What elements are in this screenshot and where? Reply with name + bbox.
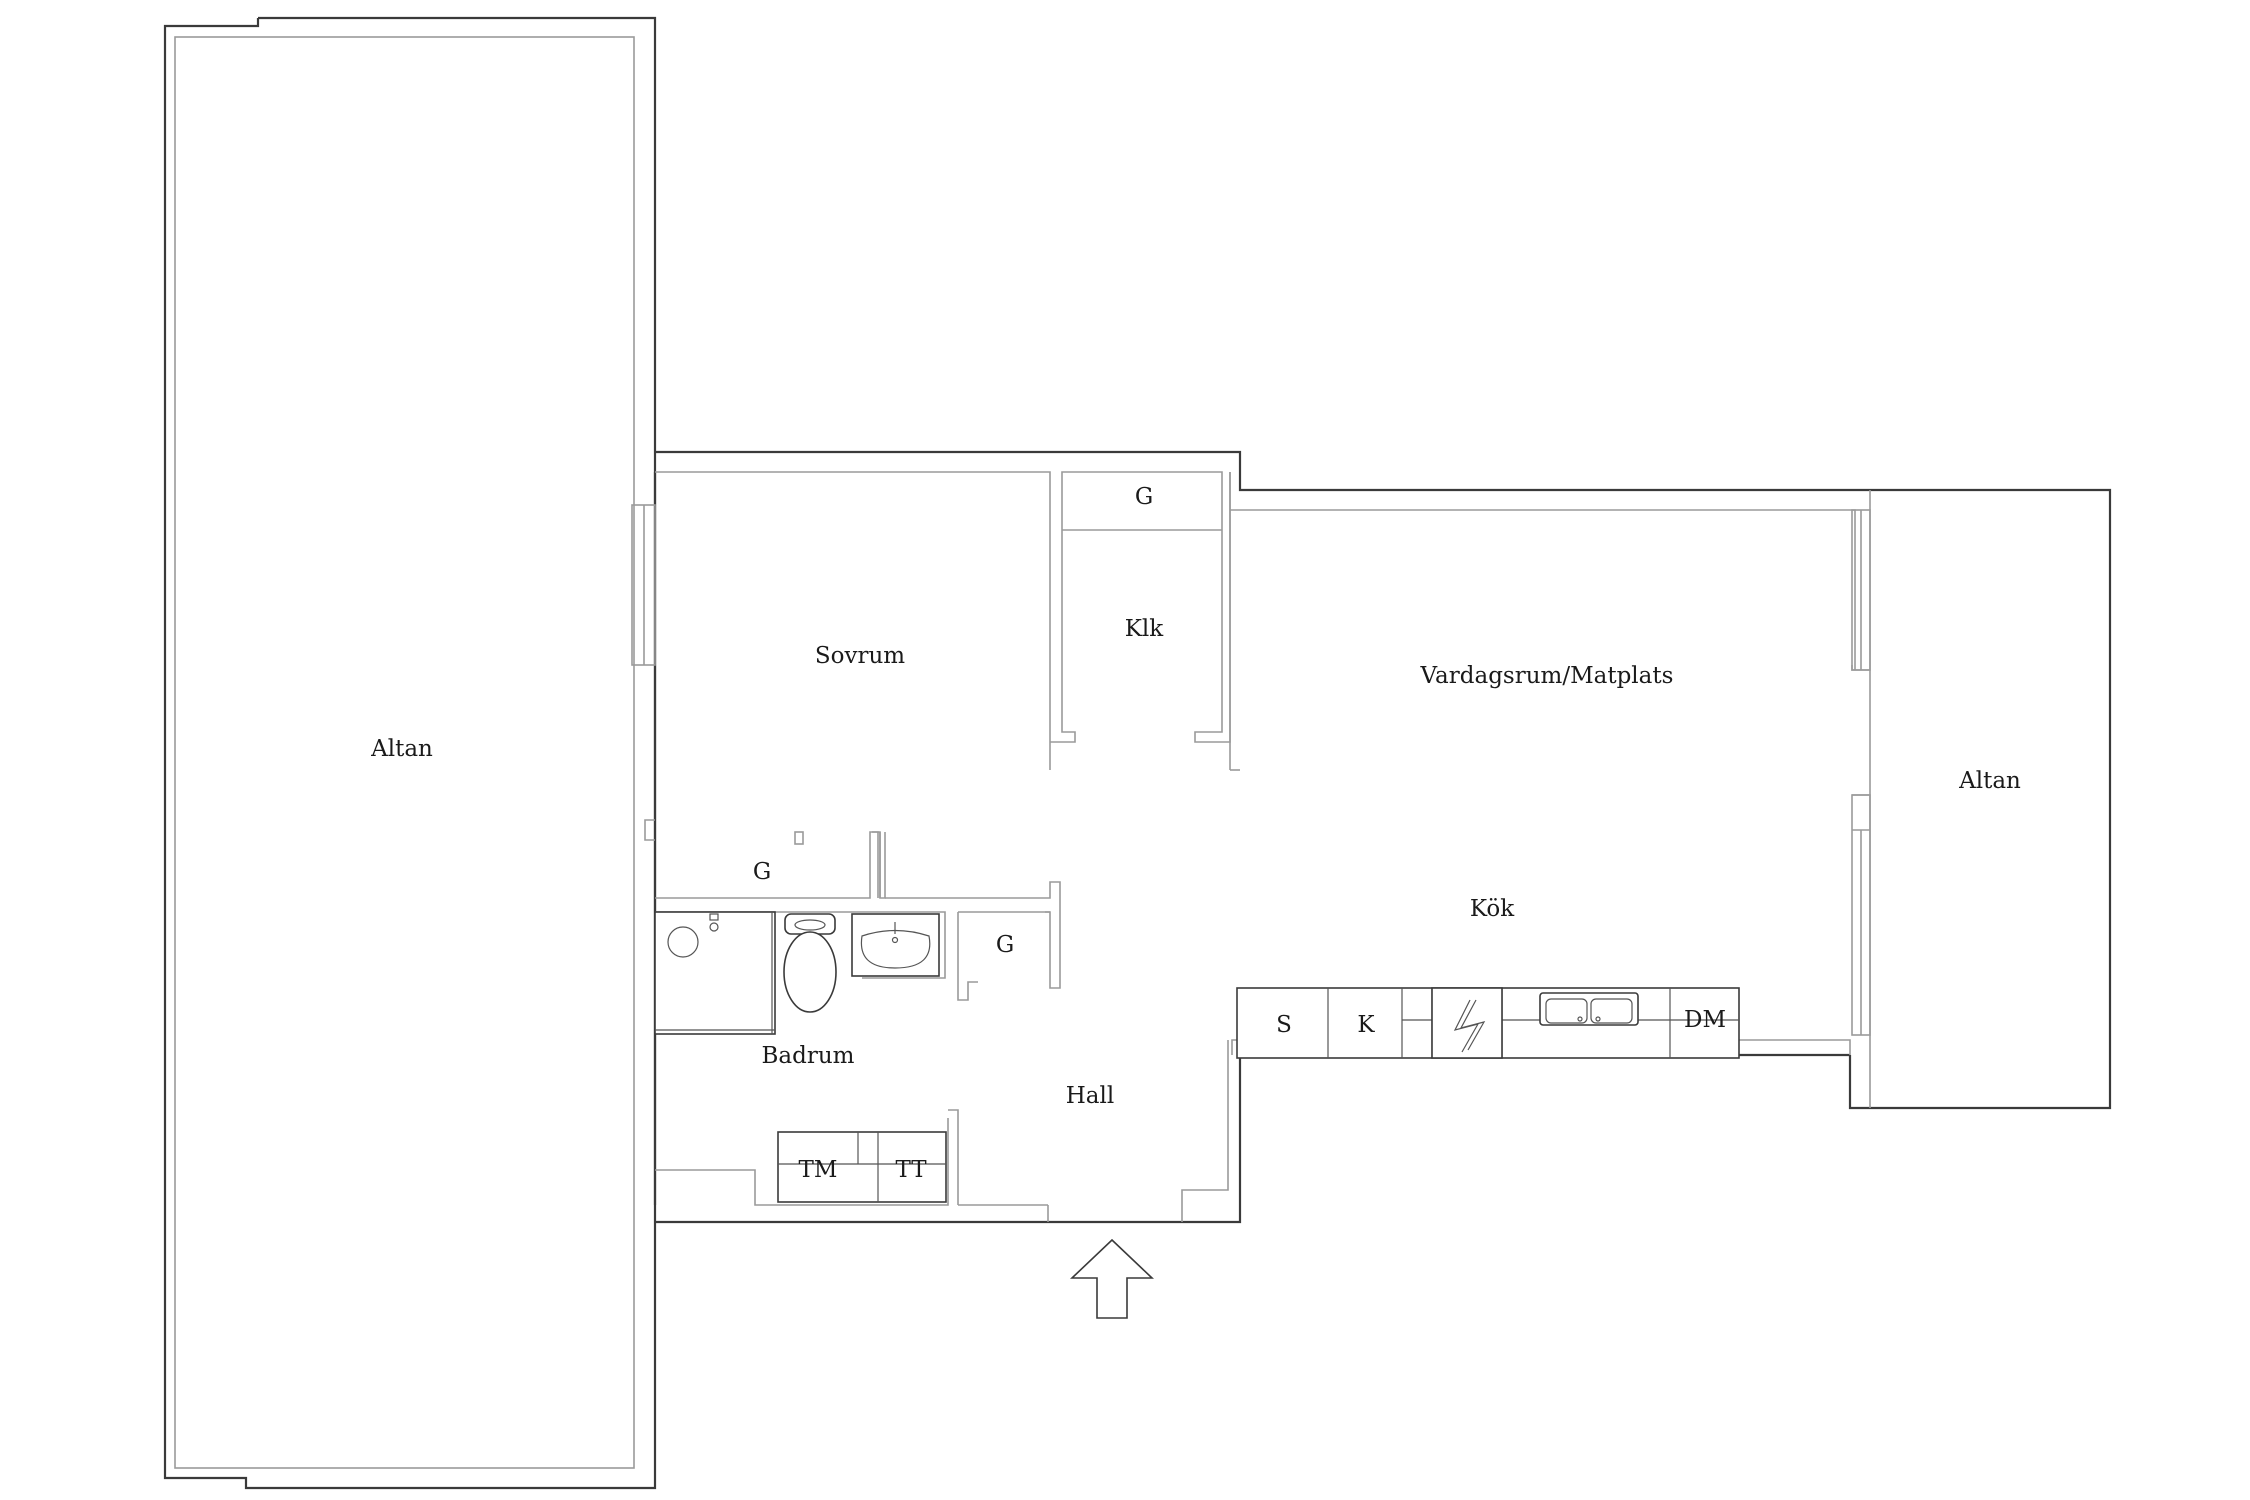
room-label-klk: Klk <box>1125 616 1165 642</box>
appliance-label-tm: TM <box>799 1157 838 1183</box>
appliance-label-dm: DM <box>1684 1007 1726 1033</box>
appliance-label-s: S <box>1276 1012 1292 1038</box>
kitchen-sink-icon <box>1539 992 1639 1026</box>
room-label-altan-right: Altan <box>1958 768 2021 794</box>
room-label-sovrum: Sovrum <box>815 643 905 669</box>
room-label-closet-hall: G <box>996 932 1014 958</box>
room-label-hall: Hall <box>1066 1083 1114 1109</box>
stove-icon <box>1431 987 1503 1059</box>
appliance-label-k: K <box>1357 1012 1375 1038</box>
apartment-outer-wall <box>631 450 1870 1224</box>
appliance-label-tt: TT <box>895 1157 927 1183</box>
interior-walls <box>655 471 1856 1222</box>
room-label-altan-left: Altan <box>370 736 433 762</box>
room-label-klk-closet: G <box>1135 484 1153 510</box>
laundry-units <box>777 1131 947 1203</box>
room-label-badrum: Badrum <box>762 1043 855 1069</box>
room-label-vardagsrum: Vardagsrum/Matplats <box>1420 663 1674 689</box>
washbasin-icon <box>851 913 940 977</box>
entrance-arrow-icon <box>1069 1238 1155 1319</box>
room-label-kok: Kök <box>1470 896 1515 922</box>
room-label-closet-left: G <box>753 859 771 885</box>
altan-right-area <box>1848 488 2112 1110</box>
toilet-icon <box>783 913 837 1013</box>
shower-icon <box>654 911 776 1035</box>
